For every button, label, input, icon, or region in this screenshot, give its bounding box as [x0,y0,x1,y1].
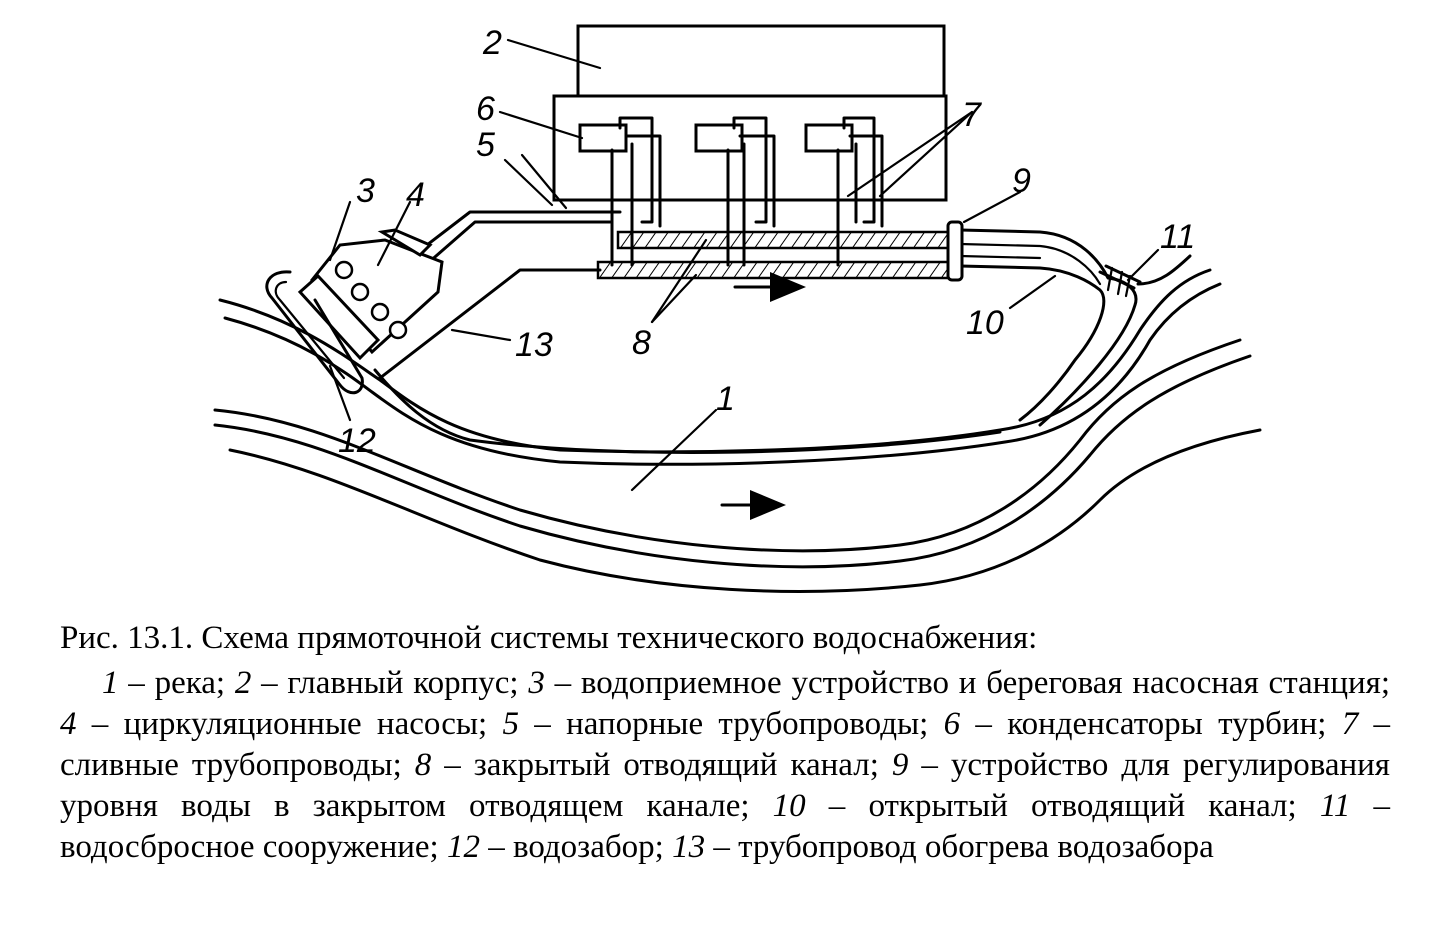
legend-text: – открытый отводящий канал; [805,788,1320,824]
intake-pump-station [297,228,444,361]
label-11: 11 [1160,218,1195,256]
label-3: 3 [356,172,375,210]
legend-text: – водосбросное сооружение; [60,788,1391,865]
caption-legend: 1 – река; 2 – главный корпус; 3 – водопр… [60,663,1390,868]
label-2: 2 [482,24,502,62]
legend-text: – река; [118,665,235,701]
caption-title: Рис. 13.1. Схема прямоточной системы тех… [60,620,1038,656]
water-intake [265,270,1002,454]
legend-text: – напорные трубопроводы; [519,706,944,742]
label-13: 13 [515,326,553,364]
legend-text: – главный корпус; [251,665,529,701]
level-regulator [946,220,964,282]
label-12: 12 [338,422,376,460]
closed-discharge-canal-upper [616,230,956,250]
label-4: 4 [406,176,425,214]
legend-num: 13 [672,829,706,865]
pump-3 [370,302,390,322]
closed-discharge-canal [596,260,956,280]
legend-num: 2 [234,665,252,701]
river [213,268,1262,593]
drain-pipelines [610,116,884,267]
legend-num: 10 [772,788,806,824]
spillway-structure [1098,254,1192,298]
legend-num: 5 [502,706,520,742]
label-10: 10 [966,304,1004,342]
legend-text: – устройство для регулирования уровня во… [60,747,1390,824]
figure-caption: Рис. 13.1. Схема прямоточной системы тех… [60,618,1390,868]
pump-2 [350,282,370,302]
legend-num: 4 [60,706,77,742]
legend-text: – сливные трубопроводы; [60,706,1391,783]
legend-text: – водозабор; [479,829,673,865]
legend-num: 8 [414,747,432,783]
pressure-pipelines [408,210,622,272]
open-discharge-canal [958,228,1138,427]
legend-num: 11 [1319,788,1351,824]
legend-text: – циркуляционные насосы; [76,706,503,742]
label-1: 1 [716,380,735,418]
label-5: 5 [476,126,495,164]
condenser-2 [694,123,744,153]
leader-lines [328,38,1160,492]
legend-text: – водоприемное устройство и береговая на… [544,665,1390,701]
label-8: 8 [632,324,651,362]
legend-text: – закрытый отводящий канал; [431,747,892,783]
legend-num: 1 [102,665,119,701]
label-7: 7 [962,96,982,134]
label-9: 9 [1012,162,1031,200]
water-supply-scheme: 2 6 5 7 9 3 4 11 10 13 8 1 12 [213,24,1262,593]
legend-num: 7 [1341,706,1359,742]
intake-heating-pipeline [378,268,602,380]
legend-num: 3 [528,665,545,701]
pump-4 [388,320,408,340]
pump-1 [334,260,354,280]
label-6: 6 [476,90,495,128]
main-building [576,24,946,100]
legend-num: 6 [943,706,961,742]
legend-text: – трубопровод обогрева водозабора [705,829,1214,865]
legend-num: 9 [891,747,909,783]
legend-text: – конденсаторы турбин; [960,706,1342,742]
legend-num: 12 [446,829,480,865]
